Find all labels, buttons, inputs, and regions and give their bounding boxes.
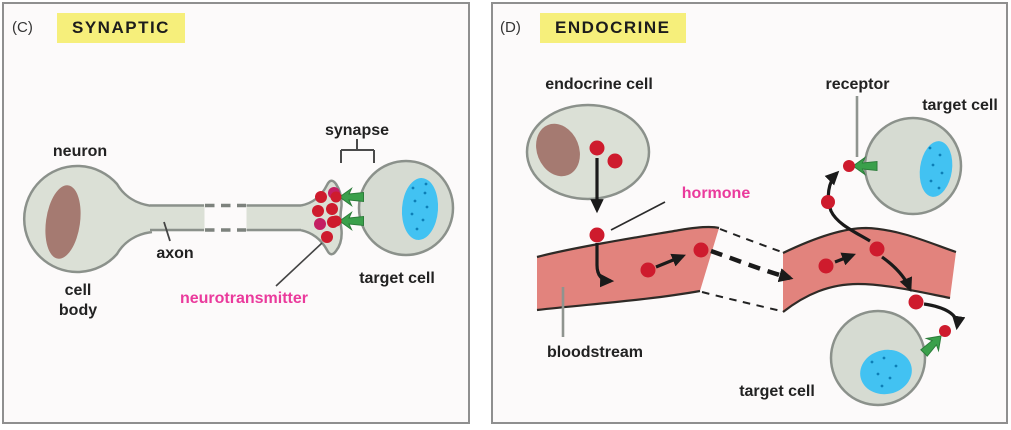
flow-arrow-to-upper-cell (824, 170, 871, 243)
bound-hormone-dot (939, 325, 951, 337)
label-neuron: neuron (52, 143, 108, 160)
flow-arrow (655, 253, 686, 269)
bloodstream (536, 225, 957, 313)
label-axon: axon (156, 245, 194, 262)
hormone-dot (693, 242, 709, 258)
flow-arrow-dashed (710, 248, 794, 283)
label-target-cell-bottom: target cell (739, 383, 815, 400)
bloodstream-right (783, 228, 956, 312)
axon-leader-line (163, 221, 171, 242)
label-bloodstream: bloodstream (546, 344, 643, 361)
endocrine-cell (525, 103, 651, 201)
neurotransmitter-leader-line (275, 242, 323, 287)
hormone-dots (589, 195, 924, 310)
flow-arrow-exit (881, 255, 913, 292)
label-target-cell-c: target cell (359, 270, 435, 287)
synaptic-receptors (330, 188, 364, 230)
nucleus-speckles (870, 356, 898, 388)
flow-arrow (595, 243, 615, 288)
target-cell-lower (829, 309, 951, 407)
axon (150, 203, 302, 232)
panel-c-title: SYNAPTIC (57, 13, 185, 43)
label-neurotransmitter: neurotransmitter (179, 290, 309, 307)
target-cell-c (357, 159, 455, 257)
bound-neurotransmitter-dot (330, 191, 342, 203)
nucleus-speckles (928, 146, 944, 190)
hormone-flow (590, 158, 966, 331)
bound-hormone-dot (843, 160, 855, 172)
target-cell-upper (843, 116, 963, 216)
hormone-dot (589, 140, 605, 156)
panel-d-letter: (D) (500, 19, 521, 36)
bound-neurotransmitter-dot (330, 215, 342, 227)
target-cell-upper-nucleus (919, 141, 953, 197)
neuron-cell (23, 164, 153, 274)
hormone-leader-line (610, 201, 666, 231)
flow-arrow-to-lower-cell (923, 302, 966, 331)
bloodstream-break-dash-bottom (701, 291, 782, 312)
hormone-dot (869, 241, 885, 257)
label-receptor: receptor (825, 76, 890, 93)
panel-c-letter: (C) (12, 19, 33, 36)
nucleus-speckles (410, 182, 429, 231)
hormone-dot (818, 258, 834, 274)
neuron-nucleus (45, 185, 81, 259)
flow-arrow (834, 252, 856, 266)
neuron-cell-body (23, 164, 153, 274)
hormone-dot (821, 195, 835, 209)
axon-break-dashes (205, 203, 246, 232)
bloodstream-break-dash-top (719, 228, 783, 253)
hormone-dot (640, 262, 656, 278)
label-target-cell-top: target cell (922, 97, 998, 114)
target-cell-c-nucleus (401, 178, 439, 240)
label-cell-body: cell body (58, 282, 98, 319)
label-endocrine-cell: endocrine cell (545, 76, 653, 93)
neurotransmitter-dots (312, 187, 340, 243)
hormone-dot (607, 153, 623, 169)
endocrine-cell-nucleus (536, 123, 580, 177)
hormone-dot (589, 227, 605, 243)
label-hormone: hormone (681, 185, 751, 202)
panel-d-title: ENDOCRINE (540, 13, 686, 43)
synapse-bracket (340, 139, 375, 163)
label-synapse: synapse (324, 122, 390, 139)
target-cell-lower-nucleus (860, 349, 912, 395)
hormone-dot (908, 294, 924, 310)
